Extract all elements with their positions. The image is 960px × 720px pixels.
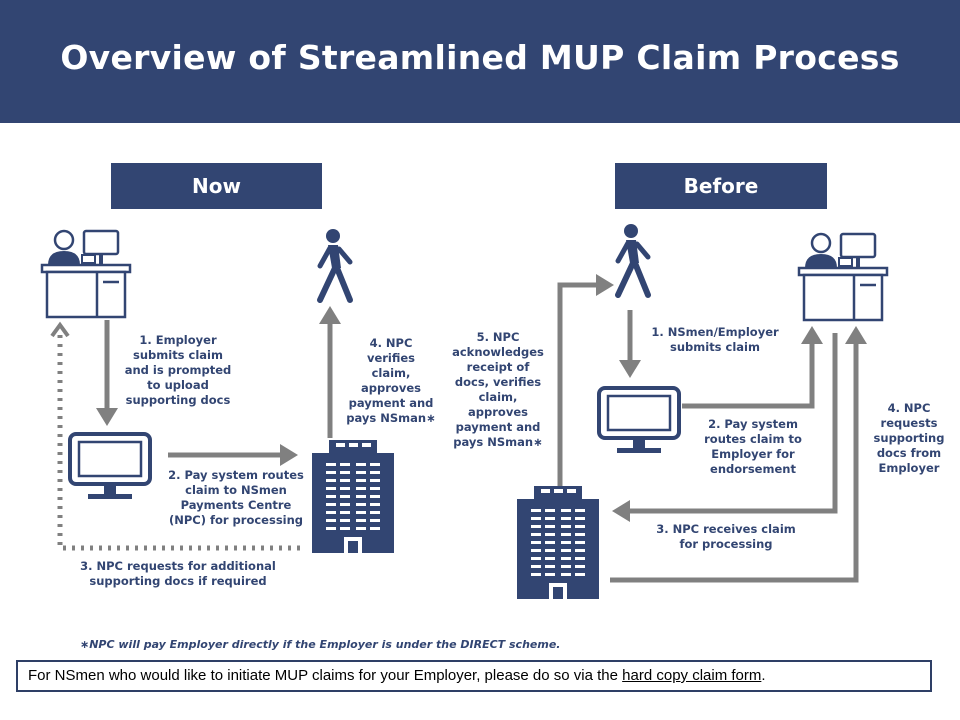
now-step4-line: pays NSman∗ <box>346 411 436 425</box>
now-arrow-step3-dotted <box>50 321 300 551</box>
before-step2-text: 2. Pay system routes claim to Employer f… <box>690 417 816 477</box>
now-computer-monitor-icon <box>68 432 152 501</box>
now-step4-text: 4. NPC verifies claim, approves payment … <box>336 336 446 426</box>
before-step5-line: approves <box>468 405 528 419</box>
now-step2-text: 2. Pay system routes claim to NSmen Paym… <box>155 468 317 528</box>
now-arrow-step2 <box>168 444 298 466</box>
now-step4-line: approves <box>361 381 421 395</box>
now-step1-line: and is prompted <box>124 363 232 377</box>
now-step1-line: 1. Employer <box>139 333 217 347</box>
now-npc-building-icon <box>312 440 394 553</box>
before-step5-line: 5. NPC <box>476 330 520 344</box>
now-label: Now <box>111 163 322 209</box>
before-step5-line: pays NSman∗ <box>453 435 543 449</box>
before-step5-line: docs, verifies <box>454 375 542 389</box>
before-computer-monitor-icon <box>597 386 681 455</box>
now-step4-line: verifies <box>366 351 416 365</box>
now-walking-person-icon <box>320 229 350 300</box>
before-arrow-step1 <box>619 310 641 378</box>
before-step5-text: 5. NPC acknowledges receipt of docs, ver… <box>440 330 556 450</box>
before-step2-line: routes claim to <box>704 432 802 446</box>
now-step2-line: 2. Pay system routes <box>168 468 304 482</box>
now-arrow-step1 <box>96 320 118 426</box>
now-step1-line: submits claim <box>133 348 223 362</box>
direct-scheme-footnote: ∗NPC will pay Employer directly if the E… <box>80 638 561 651</box>
notice-suffix: . <box>761 667 766 684</box>
now-step4-line: 4. NPC <box>369 336 413 350</box>
now-step1-text: 1. Employer submits claim and is prompte… <box>108 333 248 408</box>
before-step2-line: endorsement <box>710 462 796 476</box>
before-step2-line: 2. Pay system <box>708 417 798 431</box>
title-banner: Overview of Streamlined MUP Claim Proces… <box>0 0 960 123</box>
now-step3-text: 3. NPC requests for additional supportin… <box>50 559 306 589</box>
before-step5-line: payment and <box>455 420 541 434</box>
hard-copy-claim-form-link[interactable]: hard copy claim form <box>622 667 762 684</box>
before-arrow-step3 <box>612 333 838 522</box>
now-arrow-step4 <box>319 306 341 438</box>
now-step3-line: supporting docs if required <box>89 574 267 588</box>
now-step4-line: payment and <box>348 396 434 410</box>
before-arrow-step4 <box>610 326 867 583</box>
before-step5-line: acknowledges <box>452 345 544 359</box>
claim-form-notice: For NSmen who would like to initiate MUP… <box>16 660 932 692</box>
before-step1-line: 1. NSmen/Employer <box>651 325 779 339</box>
before-step5-line: receipt of <box>466 360 530 374</box>
before-step1-line: submits claim <box>670 340 760 354</box>
now-step2-line: (NPC) for processing <box>168 513 304 527</box>
before-step2-line: Employer for <box>711 447 795 461</box>
now-step3-line: 3. NPC requests for additional <box>80 559 276 573</box>
before-step3-line: 3. NPC receives claim <box>656 522 796 536</box>
before-step4-line: Employer <box>878 461 940 475</box>
now-step1-line: supporting docs <box>125 393 231 407</box>
now-step4-line: claim, <box>371 366 411 380</box>
before-step4-line: 4. NPC <box>887 401 931 415</box>
before-step5-line: claim, <box>478 390 518 404</box>
page-title: Overview of Streamlined MUP Claim Proces… <box>60 38 900 77</box>
before-step3-text: 3. NPC receives claim for processing <box>646 522 806 552</box>
now-step1-line: to upload <box>147 378 209 392</box>
before-step4-line: requests <box>880 416 938 430</box>
before-arrow-step2 <box>682 326 823 409</box>
before-step4-text: 4. NPC requests supporting docs from Emp… <box>866 401 952 476</box>
before-step1-text: 1. NSmen/Employer submits claim <box>640 325 790 355</box>
now-employer-desk-icon <box>40 229 132 319</box>
before-step4-line: docs from <box>876 446 942 460</box>
before-step3-line: for processing <box>679 537 773 551</box>
now-step2-line: claim to NSmen <box>185 483 287 497</box>
notice-text: For NSmen who would like to initiate MUP… <box>28 667 623 684</box>
now-step2-line: Payments Centre <box>180 498 292 512</box>
before-arrow-step5 <box>557 274 614 486</box>
before-step4-line: supporting <box>873 431 945 445</box>
before-employer-desk-icon <box>797 232 889 322</box>
before-walking-person-icon <box>618 224 648 295</box>
before-label: Before <box>615 163 827 209</box>
before-npc-building-icon <box>517 486 599 599</box>
